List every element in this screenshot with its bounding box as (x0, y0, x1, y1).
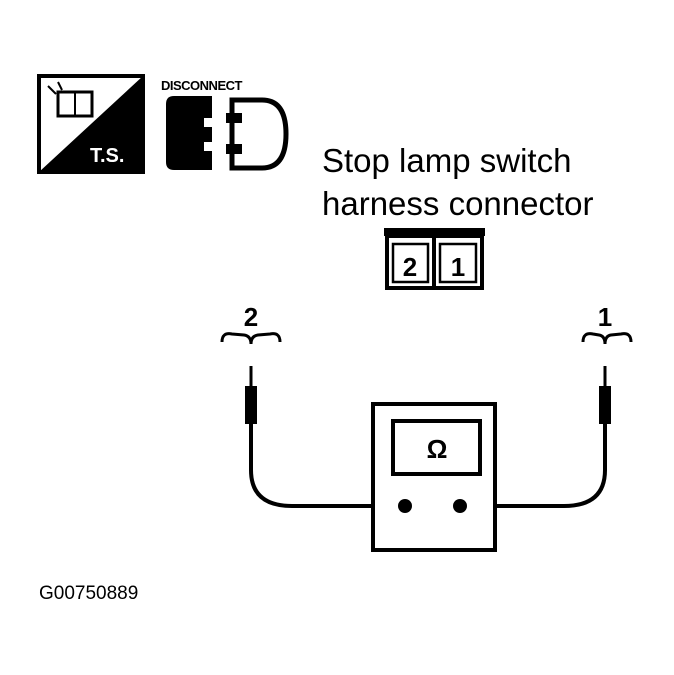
disconnect-icon: DISCONNECT (161, 78, 289, 171)
ohmmeter: Ω (371, 402, 497, 552)
troubleshooting-icon: T.S. (37, 74, 145, 174)
ts-camera-glyph (47, 81, 94, 118)
probe-right-handle (599, 386, 611, 424)
probe-left-handle (245, 386, 257, 424)
connector-pin-1: 1 (451, 252, 465, 282)
connector-pin-2: 2 (403, 252, 417, 282)
meter-terminal-left (398, 499, 412, 513)
probe-right-label: 1 (598, 302, 612, 332)
connector-title-line1: Stop lamp switch (322, 142, 571, 179)
ohm-symbol: Ω (427, 434, 448, 464)
figure-code: G00750889 (39, 583, 138, 604)
disconnect-label: DISCONNECT (161, 78, 243, 93)
ohmmeter-display (391, 419, 482, 476)
harness-connector: 2 1 (384, 228, 485, 290)
probe-left: 2 (220, 302, 405, 508)
connector-title-line2: harness connector (322, 185, 594, 222)
ts-label: T.S. (90, 145, 124, 167)
probe-right: 1 (460, 302, 633, 508)
meter-terminal-right (453, 499, 467, 513)
probe-left-label: 2 (244, 302, 258, 332)
